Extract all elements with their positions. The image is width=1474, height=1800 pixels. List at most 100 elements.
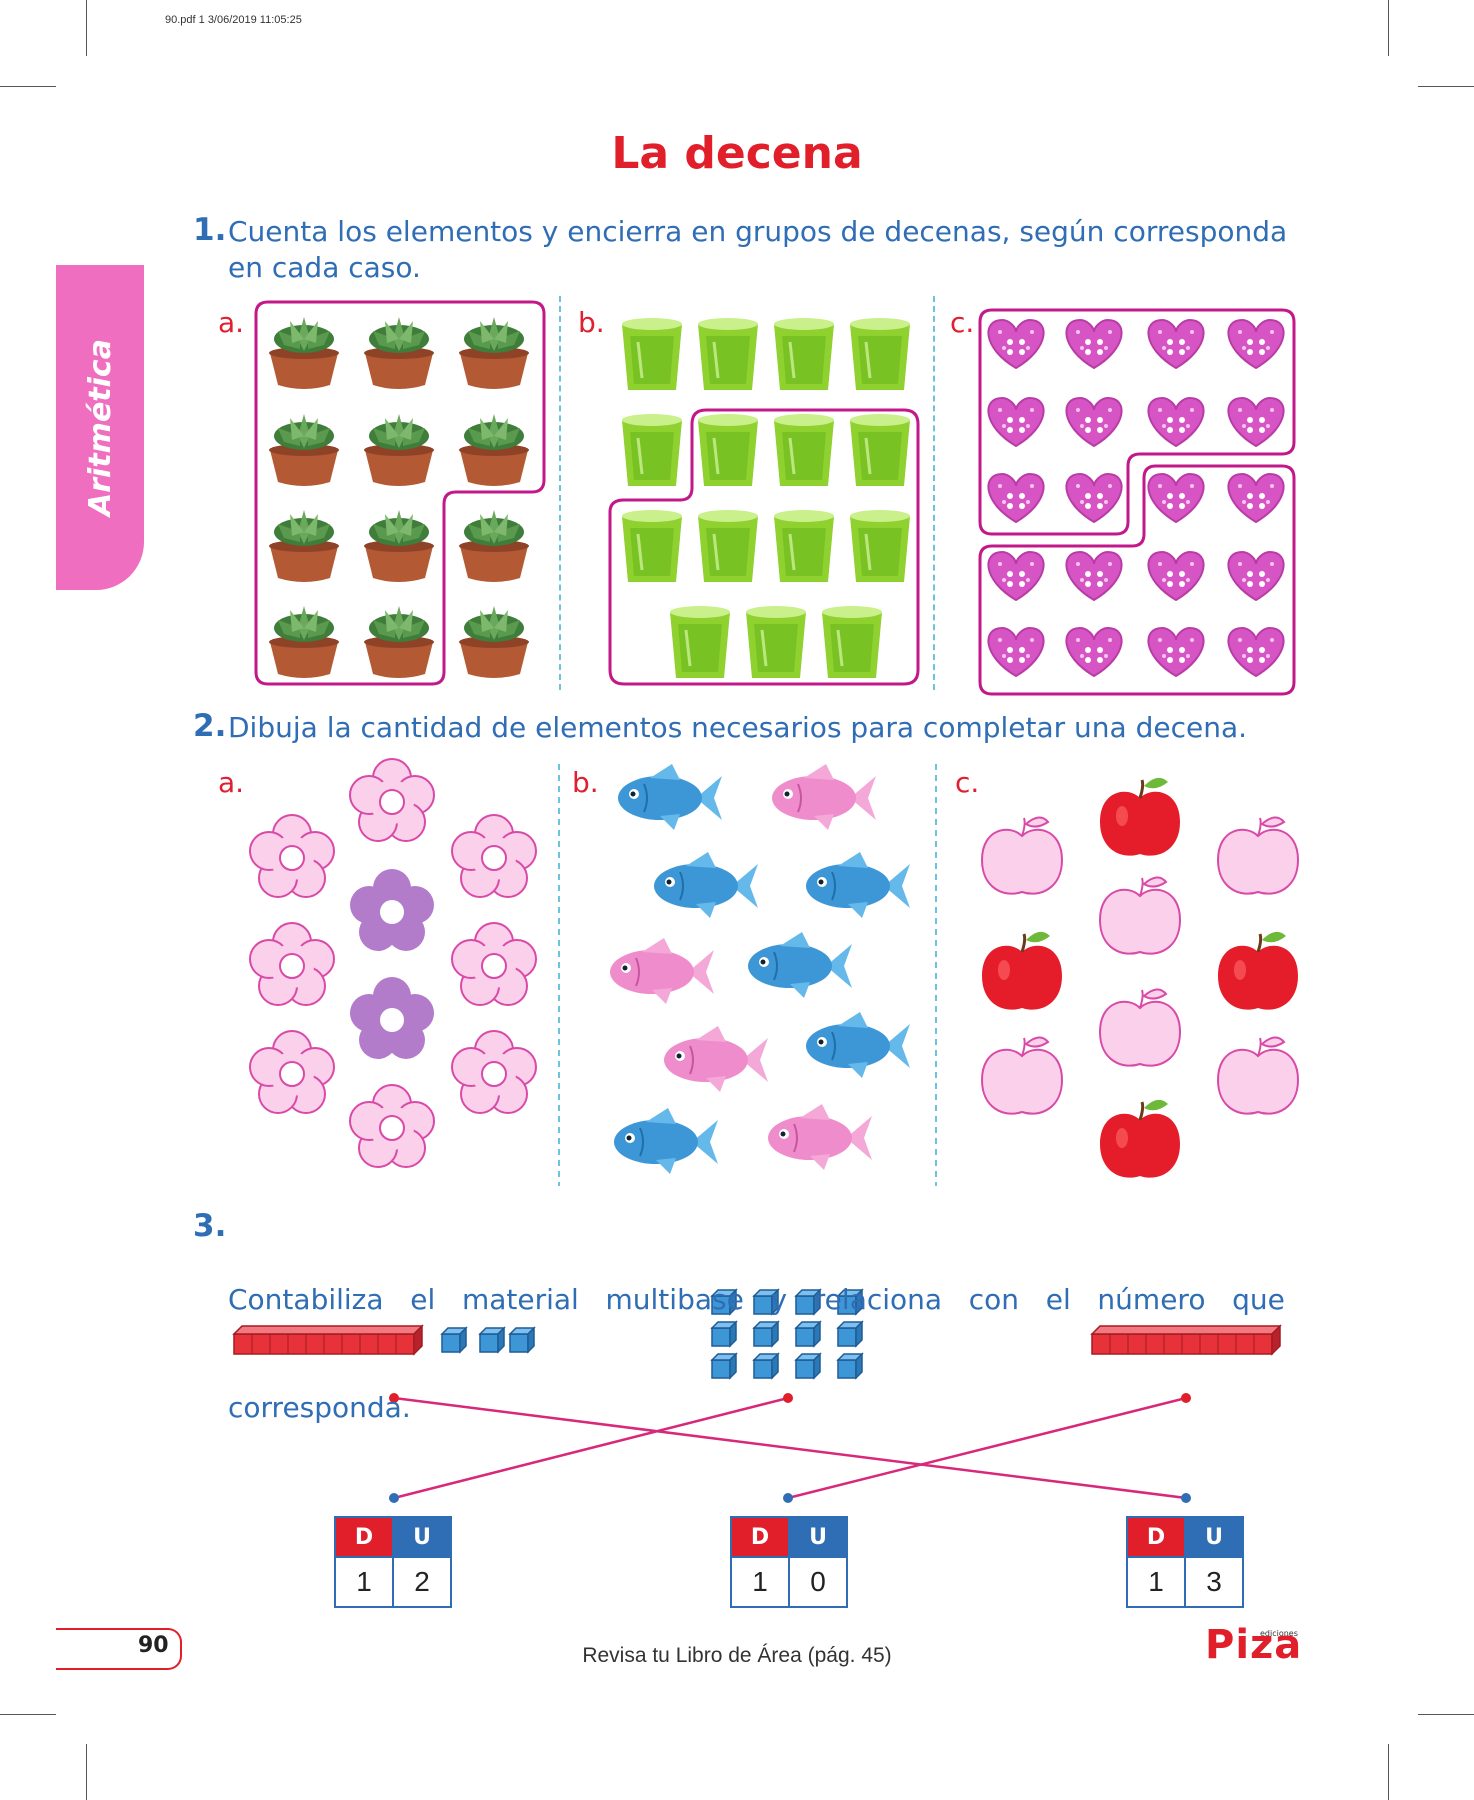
glass-icon xyxy=(772,412,836,488)
q3-text-line1: Contabiliza el material multibase y rela… xyxy=(228,1283,1285,1316)
flower-icon xyxy=(249,1030,335,1114)
heart-button-icon xyxy=(1227,473,1285,523)
glass-icon xyxy=(620,508,684,584)
q3-number: 3. xyxy=(193,1208,227,1244)
fish-icon xyxy=(663,1025,769,1093)
units-header: U xyxy=(392,1516,452,1558)
succulent-pot-icon xyxy=(269,317,339,389)
fish-icon xyxy=(805,851,911,919)
units-value: 3 xyxy=(1184,1556,1244,1608)
q1-heading: 1. xyxy=(193,212,226,248)
flower-icon xyxy=(350,977,434,1059)
glass-icon xyxy=(772,508,836,584)
section-divider xyxy=(559,296,561,690)
crop-mark xyxy=(1388,1744,1389,1800)
q3-text-line2: corresponda. xyxy=(228,1391,411,1424)
succulent-pot-icon xyxy=(459,414,529,486)
glass-icon xyxy=(848,316,912,392)
crop-mark xyxy=(1388,0,1389,56)
q1c-ten-group-outline-2 xyxy=(978,464,1296,696)
q2-part-c-label: c. xyxy=(955,766,980,799)
heart-button-icon xyxy=(987,627,1045,677)
flower-icon xyxy=(451,1030,537,1114)
q1-number: 1. xyxy=(193,212,227,248)
heart-button-icon xyxy=(1065,551,1123,601)
tens-value: 1 xyxy=(729,1556,791,1608)
flower-icon xyxy=(350,869,434,951)
fish-icon xyxy=(771,763,877,831)
units-value: 0 xyxy=(788,1556,848,1608)
crop-mark xyxy=(0,1714,56,1715)
fish-icon xyxy=(653,851,759,919)
succulent-pot-icon xyxy=(364,414,434,486)
q1-part-a-label: a. xyxy=(218,306,245,339)
heart-button-icon xyxy=(1065,397,1123,447)
units-header: U xyxy=(1184,1516,1244,1558)
q1-text-line2: en cada caso. xyxy=(228,251,421,284)
flower-icon xyxy=(451,814,537,898)
apple-icon xyxy=(1217,1036,1299,1115)
fish-icon xyxy=(805,1011,911,1079)
glass-icon xyxy=(696,412,760,488)
sidebar-tab: Aritmética xyxy=(56,265,144,590)
succulent-pot-icon xyxy=(459,510,529,582)
number-dot xyxy=(783,1493,793,1503)
q3-instructions: Contabiliza el material multibase y rela… xyxy=(228,1210,1308,1462)
heart-button-icon xyxy=(987,319,1045,369)
glass-icon xyxy=(820,604,884,680)
tens-value: 1 xyxy=(333,1556,395,1608)
print-metadata: 90.pdf 1 3/06/2019 11:05:25 xyxy=(165,14,302,26)
succulent-pot-icon xyxy=(269,510,339,582)
fish-icon xyxy=(767,1103,873,1171)
q2-number: 2. xyxy=(193,708,227,744)
heart-button-icon xyxy=(1147,627,1205,677)
succulent-pot-icon xyxy=(459,317,529,389)
flower-icon xyxy=(451,922,537,1006)
q1-instructions: Cuenta los elementos y encierra en grupo… xyxy=(228,214,1308,286)
apple-icon xyxy=(1216,930,1300,1012)
fish-icon xyxy=(617,763,723,831)
heart-button-icon xyxy=(987,551,1045,601)
heart-button-icon xyxy=(1147,397,1205,447)
glass-icon xyxy=(668,604,732,680)
q1-text-line1: Cuenta los elementos y encierra en grupo… xyxy=(228,215,1288,248)
apple-icon xyxy=(1099,876,1181,955)
q1b-ten-group-outline xyxy=(608,408,920,686)
footer-note: Revisa tu Libro de Área (pág. 45) xyxy=(582,1644,892,1667)
q2b-group xyxy=(609,763,911,1175)
fish-icon xyxy=(609,937,715,1005)
glass-icon xyxy=(772,316,836,392)
q2-heading: 2. xyxy=(193,708,226,744)
glass-icon xyxy=(696,508,760,584)
page-number-box xyxy=(56,1628,182,1670)
q2c-group xyxy=(980,776,1300,1180)
heart-button-icon xyxy=(1227,319,1285,369)
q2a-group xyxy=(249,758,537,1168)
succulent-pot-icon xyxy=(364,510,434,582)
glass-icon xyxy=(620,316,684,392)
glass-icon xyxy=(696,316,760,392)
crop-mark xyxy=(1418,1714,1474,1715)
q2-part-a-label: a. xyxy=(218,766,245,799)
succulent-pot-icon xyxy=(459,606,529,678)
heart-button-icon xyxy=(987,397,1045,447)
material-dot xyxy=(1181,1393,1191,1403)
q1a-group xyxy=(254,300,546,686)
q1a-ten-group-outline xyxy=(254,300,546,686)
page-title: La decena xyxy=(611,128,863,179)
apple-icon xyxy=(980,930,1064,1012)
glass-icon xyxy=(620,412,684,488)
apple-icon xyxy=(1098,776,1182,858)
glass-icon xyxy=(744,604,808,680)
succulent-pot-icon xyxy=(364,606,434,678)
q3-answer-lines xyxy=(389,1393,1191,1503)
flower-icon xyxy=(249,814,335,898)
number-dot xyxy=(389,1493,399,1503)
fish-icon xyxy=(747,931,853,999)
publisher-tagline: ediciones xyxy=(1260,1629,1298,1638)
flower-icon xyxy=(349,758,435,842)
q1-part-c-label: c. xyxy=(950,306,975,339)
heart-button-icon xyxy=(1227,397,1285,447)
